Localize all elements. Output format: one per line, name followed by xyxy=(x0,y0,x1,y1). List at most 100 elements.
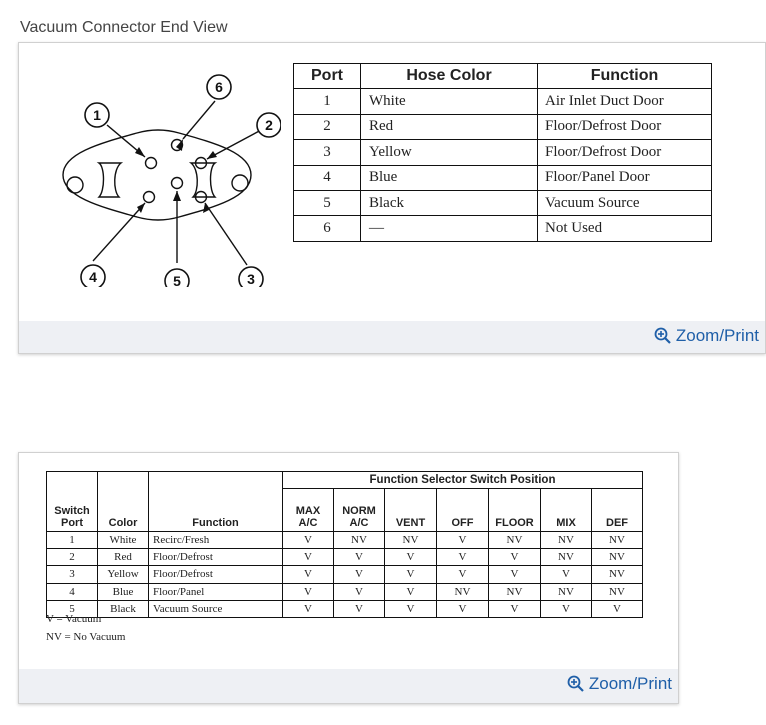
table-cell: Blue xyxy=(97,582,149,601)
table-cell: Black xyxy=(97,599,149,618)
zoom-icon xyxy=(654,327,671,344)
table-cell: V xyxy=(282,530,334,550)
table-cell: 6 xyxy=(293,215,361,242)
table-cell: Red xyxy=(97,548,149,567)
table-cell: V xyxy=(488,599,541,618)
table-cell: 3 xyxy=(293,139,361,166)
table-cell: V xyxy=(282,582,334,601)
legend-vacuum: V = Vacuum xyxy=(46,613,102,625)
table-cell: NV xyxy=(540,582,592,601)
zoom-print-label: Zoom/Print xyxy=(675,326,759,345)
table-cell: NV xyxy=(591,530,643,550)
table-cell: V xyxy=(333,565,385,584)
panel-footer: Zoom/Print xyxy=(19,321,765,353)
panel-footer: Zoom/Print xyxy=(19,669,678,703)
table-cell: V xyxy=(436,530,489,550)
table-cell: NV xyxy=(436,582,489,601)
table-cell: Floor/Defrost xyxy=(148,548,283,567)
table-cell: NV xyxy=(540,548,592,567)
callout-circle-1 xyxy=(84,102,110,128)
table-cell: 4 xyxy=(293,164,361,191)
col-header-hose-color: Hose Color xyxy=(360,62,538,90)
table-cell: V xyxy=(540,565,592,584)
col-header-function: Function xyxy=(148,471,283,532)
callout-circle-3 xyxy=(238,266,264,287)
table-cell: Not Used xyxy=(537,215,712,242)
group-header: Function Selector Switch Position xyxy=(282,471,643,489)
col-header-mix: MIX xyxy=(540,488,592,532)
table-cell: V xyxy=(333,599,385,618)
zoom-icon xyxy=(567,675,584,692)
table-cell: V xyxy=(540,599,592,618)
table-cell: NV xyxy=(384,530,437,550)
table-cell: Floor/Panel Door xyxy=(537,164,712,191)
table-cell: Yellow xyxy=(97,565,149,584)
table-cell: V xyxy=(384,582,437,601)
zoom-print-link[interactable]: Zoom/Print xyxy=(654,326,759,346)
callout-circle-5 xyxy=(164,268,190,287)
table-cell: — xyxy=(360,215,538,242)
table-cell: V xyxy=(282,599,334,618)
col-header-def: DEF xyxy=(591,488,643,532)
mount-hole-left xyxy=(66,176,84,194)
port-2 xyxy=(194,156,208,170)
table-cell: 1 xyxy=(46,530,98,550)
callout-5: 5 xyxy=(173,273,181,287)
table-cell: Air Inlet Duct Door xyxy=(537,88,712,115)
table-cell: V xyxy=(333,582,385,601)
table-cell: V xyxy=(384,548,437,567)
table-cell: Red xyxy=(360,113,538,141)
port-3 xyxy=(194,190,208,204)
table-cell: V xyxy=(333,548,385,567)
port-4 xyxy=(142,190,156,204)
table-cell: V xyxy=(436,565,489,584)
table-cell: NV xyxy=(591,565,643,584)
callout-4: 4 xyxy=(89,269,97,285)
table-cell: 5 xyxy=(46,599,98,618)
callout-1: 1 xyxy=(93,107,101,123)
col-header-port: Port xyxy=(293,62,361,90)
table-cell: 2 xyxy=(46,548,98,567)
table-cell: NV xyxy=(591,548,643,567)
table-cell: V xyxy=(488,548,541,567)
col-header-color: Color xyxy=(97,471,149,532)
table-cell: Floor/Panel xyxy=(148,582,283,601)
table-cell: V xyxy=(436,599,489,618)
col-header-floor: FLOOR xyxy=(488,488,541,532)
table-cell: 3 xyxy=(46,565,98,584)
callout-circle-4 xyxy=(80,264,106,287)
table-cell: Floor/Defrost Door xyxy=(537,139,712,166)
table-cell: V xyxy=(488,565,541,584)
vacuum-connector-diagram: 1 2 3 4 5 6 xyxy=(62,74,281,287)
zoom-print-label: Zoom/Print xyxy=(588,674,672,693)
table-cell: Vacuum Source xyxy=(148,599,283,618)
col-header-function: Function xyxy=(537,62,712,90)
mount-hole-right xyxy=(231,174,249,192)
table-cell: NV xyxy=(540,530,592,550)
table-cell: V xyxy=(591,599,643,618)
table-cell: 5 xyxy=(293,189,361,217)
table-cell: White xyxy=(360,88,538,115)
zoom-print-link[interactable]: Zoom/Print xyxy=(567,674,672,694)
table-cell: 1 xyxy=(293,88,361,115)
figure-caption: Vacuum Connector End View xyxy=(20,19,228,36)
table-cell: Floor/Defrost Door xyxy=(537,113,712,141)
table-cell: Vacuum Source xyxy=(537,189,712,217)
col-header-vent: VENT xyxy=(384,488,437,532)
table-cell: NV xyxy=(333,530,385,550)
